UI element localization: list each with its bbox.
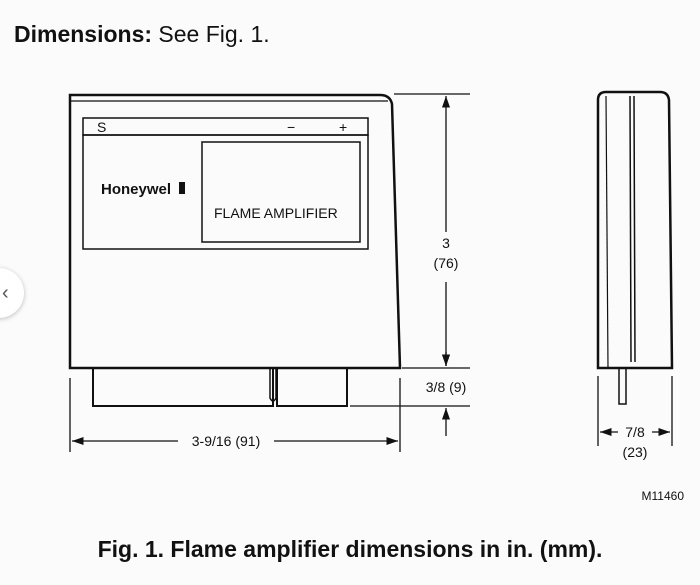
depth-mm-label: (23) (623, 444, 648, 460)
heading-label: Dimensions: (14, 21, 153, 47)
side-split-line-a (629, 95, 632, 363)
terminal-strip (82, 117, 369, 136)
height-in-label: 3 (442, 235, 450, 251)
depth-in-label: 7/8 (625, 424, 645, 440)
brand-logo-mark (179, 182, 185, 194)
section-heading: Dimensions: See Fig. 1. (14, 20, 270, 48)
side-body-outline (596, 90, 674, 370)
pin-block-right (276, 367, 348, 407)
depth-dimension (597, 376, 673, 446)
width-dimension (69, 378, 401, 452)
product-label: FLAME AMPLIFIER (214, 205, 338, 221)
pin-block-left (92, 367, 274, 407)
terminal-s-label: S (97, 119, 106, 135)
label-panel (82, 134, 369, 250)
drawing-code: M11460 (642, 489, 685, 503)
height-dimension (394, 93, 470, 369)
side-split-line-b (633, 95, 636, 363)
brand-logo: Honeywel (101, 181, 171, 198)
product-label-box (201, 141, 361, 243)
side-inner-edge (605, 95, 609, 369)
pin-dimension (350, 352, 470, 436)
pin-dimension-label: 3/8 (9) (426, 379, 466, 395)
heading-text: See Fig. 1. (152, 21, 270, 47)
front-view (68, 93, 402, 407)
pin-slot (269, 368, 277, 402)
height-mm-label: (76) (434, 255, 459, 271)
figure-caption: Fig. 1. Flame amplifier dimensions in in… (97, 536, 603, 562)
chevron-left-icon: ‹ (2, 282, 9, 304)
terminal-minus-label: − (287, 119, 295, 135)
side-pin (618, 367, 627, 405)
side-view (596, 90, 674, 405)
front-body-outline (68, 93, 402, 370)
terminal-plus-label: + (339, 119, 347, 135)
width-label: 3-9/16 (91) (192, 433, 260, 449)
